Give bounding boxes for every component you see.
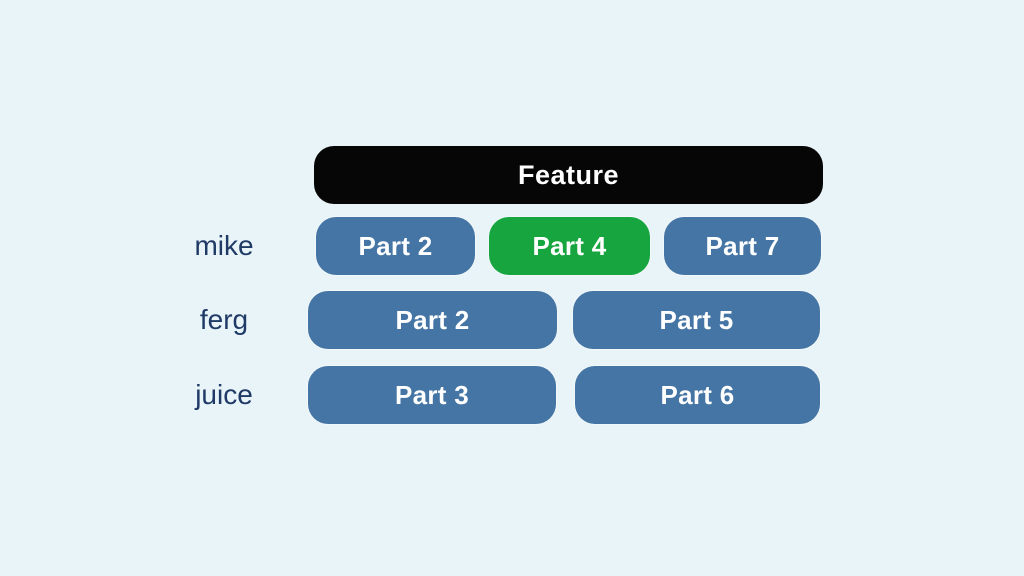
part-pill-juice-part6: Part 6 bbox=[575, 366, 820, 424]
part-pill-mike-part2: Part 2 bbox=[316, 217, 475, 275]
part-pill-label: Part 7 bbox=[705, 230, 780, 261]
part-pill-ferg-part5: Part 5 bbox=[573, 291, 820, 349]
part-pill-label: Part 3 bbox=[394, 379, 470, 410]
part-pill-label: Part 2 bbox=[358, 230, 433, 261]
feature-header-bar: Feature bbox=[314, 146, 823, 204]
feature-header-label: Feature bbox=[517, 159, 620, 190]
part-pill-label: Part 2 bbox=[395, 304, 470, 335]
row-label-juice: juice bbox=[195, 379, 253, 410]
part-pill-label: Part 5 bbox=[659, 304, 734, 335]
part-pill-mike-part7: Part 7 bbox=[664, 217, 821, 275]
part-pill-mike-part4-highlighted: Part 4 bbox=[489, 217, 650, 275]
part-pill-juice-part3: Part 3 bbox=[308, 366, 556, 424]
part-pill-label: Part 4 bbox=[532, 230, 607, 261]
part-pill-label: Part 6 bbox=[660, 379, 735, 410]
part-pill-ferg-part2: Part 2 bbox=[308, 291, 557, 349]
row-label-mike: mike bbox=[194, 230, 254, 261]
row-label-ferg: ferg bbox=[199, 304, 249, 335]
